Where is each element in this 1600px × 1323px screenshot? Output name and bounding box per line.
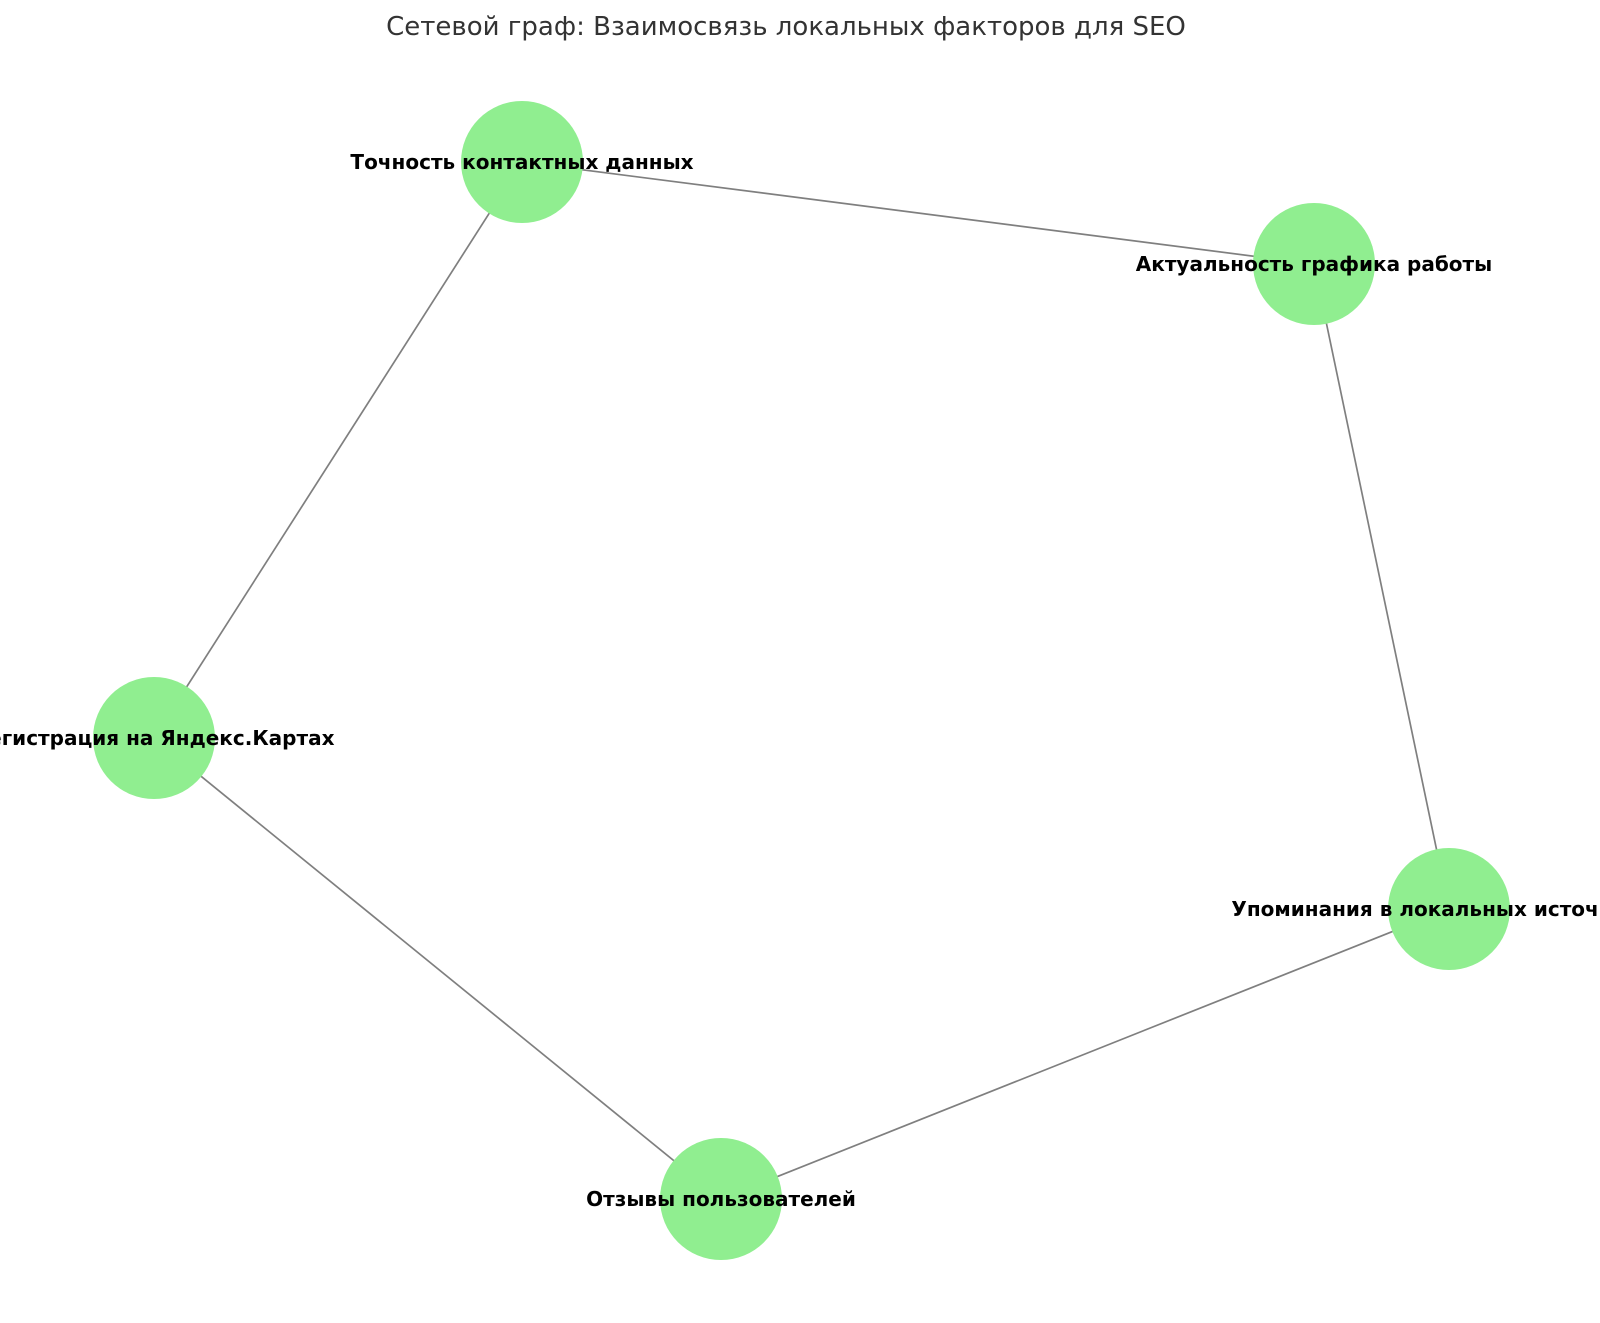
graph-edge xyxy=(153,161,523,739)
graph-edge xyxy=(153,737,722,1200)
graph-edge xyxy=(720,908,1450,1200)
graph-edge xyxy=(521,161,1315,265)
graph-edge xyxy=(1313,263,1450,910)
chart-title: Сетевой граф: Взаимосвязь локальных факт… xyxy=(386,12,1186,42)
